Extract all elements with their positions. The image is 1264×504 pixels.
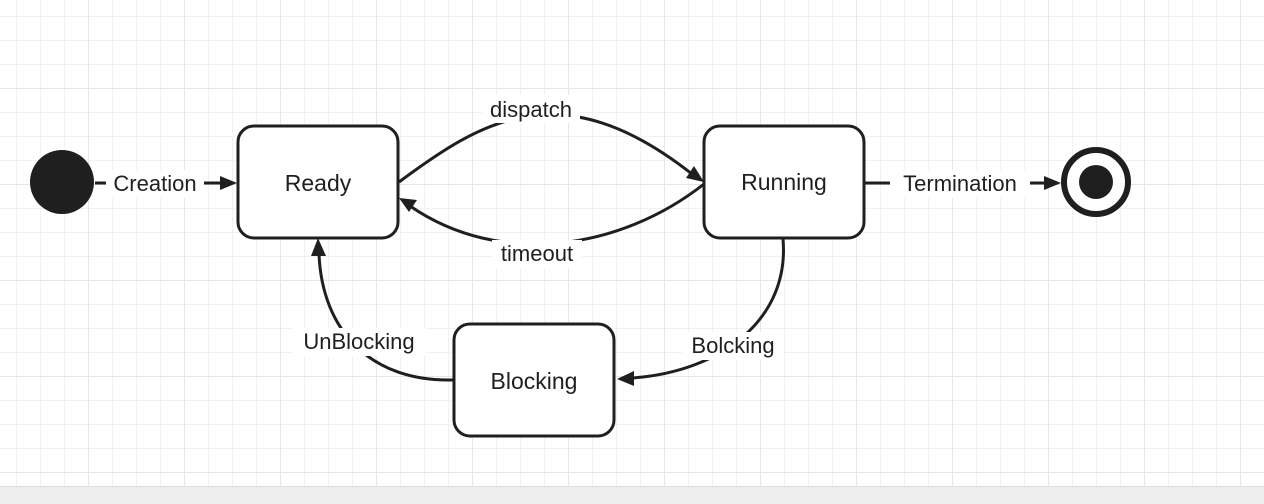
- edge-label-creation: Creation: [113, 171, 196, 196]
- initial-state-node[interactable]: [30, 150, 94, 214]
- edge-label-bg: [482, 95, 580, 123]
- state-blocking[interactable]: Blocking: [452, 322, 616, 438]
- edge-unblocking[interactable]: [311, 238, 454, 382]
- state-running[interactable]: Running: [702, 124, 866, 240]
- edge-label-timeout: timeout: [501, 241, 573, 266]
- edge-label-bg: [492, 240, 582, 268]
- edge-label-dispatch: dispatch: [490, 97, 572, 122]
- edge-label-bg: [682, 332, 784, 360]
- edge-dispatch[interactable]: [398, 113, 704, 184]
- state-label-ready: Ready: [285, 170, 352, 196]
- edge-timeout[interactable]: [399, 182, 705, 246]
- edge-label-unblocking: UnBlocking: [303, 329, 414, 354]
- edge-label-bolcking: Bolcking: [691, 333, 774, 358]
- edge-label-bg: [890, 170, 1030, 198]
- edge-label-bg: [106, 170, 204, 198]
- edge-label-bg: [292, 328, 426, 356]
- state-label-blocking: Blocking: [491, 368, 578, 394]
- edge-label-termination: Termination: [903, 171, 1017, 196]
- horizontal-scrollbar[interactable]: [0, 486, 1264, 504]
- edge-bolcking[interactable]: [617, 238, 785, 386]
- state-diagram: Creation dispatch timeout Termination Bo…: [30, 95, 1131, 438]
- final-state-node[interactable]: [1061, 147, 1131, 217]
- state-label-running: Running: [741, 169, 827, 195]
- state-ready[interactable]: Ready: [236, 124, 400, 240]
